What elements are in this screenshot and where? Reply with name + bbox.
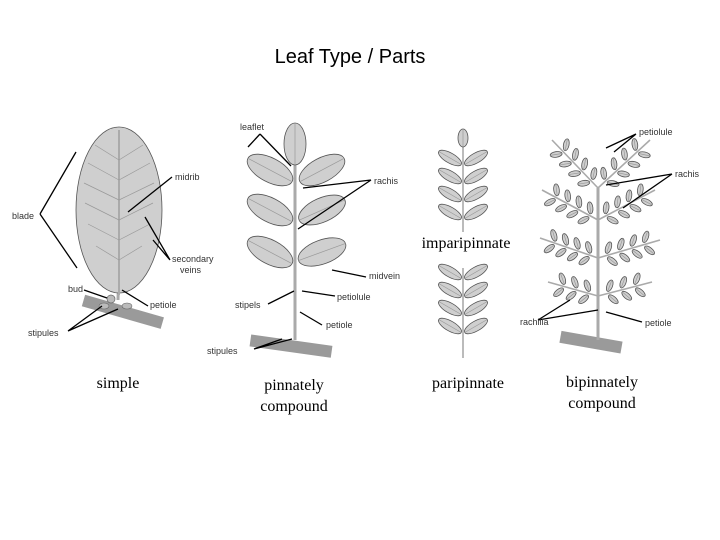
caption-simple: simple xyxy=(88,373,148,394)
simple-stipule xyxy=(99,303,109,309)
bipinnate-leaf-figure xyxy=(540,138,660,353)
caption-pinnately-line2: compound xyxy=(244,396,344,417)
label-blade: blade xyxy=(12,211,34,221)
label-midrib: midrib xyxy=(175,172,200,182)
simple-bud xyxy=(107,295,115,303)
paripinnate-figure xyxy=(436,261,490,358)
caption-bipinnately-line1: bipinnately xyxy=(552,372,652,393)
label-petiole-simple: petiole xyxy=(150,300,177,310)
caption-bipinnately-line2: compound xyxy=(552,393,652,414)
label-petiole-pinnate: petiole xyxy=(326,320,353,330)
simple-stipule xyxy=(122,303,132,309)
label-stipels: stipels xyxy=(235,300,261,310)
label-secondary-veins-1: secondary xyxy=(172,254,214,264)
rachilla-line xyxy=(552,140,598,188)
rachilla-line xyxy=(598,140,650,188)
label-petiolule-bipinnate: petiolule xyxy=(639,127,673,137)
caption-bipinnately-compound: bipinnately compound xyxy=(552,372,652,414)
label-stipules-pinnate: stipules xyxy=(207,346,238,356)
bipinnate-branch xyxy=(559,331,622,354)
caption-paripinnate: paripinnate xyxy=(418,373,518,394)
label-bud: bud xyxy=(68,284,83,294)
label-midvein: midvein xyxy=(369,271,400,281)
label-rachis-pinnate: rachis xyxy=(374,176,399,186)
caption-pinnately-line1: pinnately xyxy=(244,375,344,396)
label-petiole-bipinnate: petiole xyxy=(645,318,672,328)
imparipinnate-figure xyxy=(436,129,490,232)
label-rachilla: rachilla xyxy=(520,317,549,327)
label-rachis-bipinnate: rachis xyxy=(675,169,700,179)
caption-imparipinnate: imparipinnate xyxy=(408,233,524,254)
label-secondary-veins-2: veins xyxy=(180,265,202,275)
label-leaflet: leaflet xyxy=(240,122,265,132)
caption-pinnately-compound: pinnately compound xyxy=(244,375,344,417)
label-stipules-simple: stipules xyxy=(28,328,59,338)
label-petiolule-pinnate: petiolule xyxy=(337,292,371,302)
